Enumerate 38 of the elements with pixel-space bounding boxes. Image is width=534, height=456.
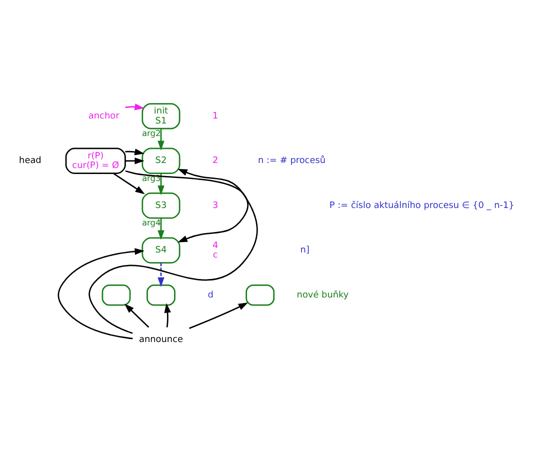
label: n] [300, 246, 310, 256]
arrow [125, 158, 144, 164]
node-text: announce [138, 335, 183, 346]
label: nové buňky [296, 290, 349, 300]
node-label: 1 [212, 111, 218, 122]
edge-label: arg2 [142, 128, 161, 138]
arrow [58, 248, 144, 340]
arrow [158, 262, 164, 287]
node-text: anchor [88, 111, 120, 122]
node-label: 2 [212, 156, 218, 166]
node-label: 4 [212, 240, 218, 251]
arrow [158, 173, 164, 196]
node-label: c [212, 250, 218, 261]
arrow [125, 170, 249, 242]
arrow [88, 168, 258, 334]
node-label: 3 [212, 200, 218, 211]
node-box [246, 284, 275, 306]
label: P := číslo aktuálního procesu ∈ {0 _ n-1} [329, 200, 514, 211]
edge-label: arg3 [142, 172, 161, 183]
node-box: S3 [142, 192, 180, 219]
node-label: d [208, 290, 214, 300]
node-box: r(P) cur(P) = Ø [65, 148, 126, 174]
arrow [113, 172, 145, 194]
node-box: S4 [142, 237, 180, 264]
arrow [189, 302, 248, 329]
node-box [146, 284, 176, 306]
arrow [158, 218, 164, 240]
arrow [125, 148, 144, 156]
node-box: init S1 [142, 103, 180, 130]
arrow [124, 304, 150, 328]
node-box [102, 284, 131, 306]
arrow [125, 104, 144, 110]
arrow [158, 128, 164, 150]
node-label: head [19, 156, 42, 166]
edge-label: arg4 [142, 218, 161, 228]
label: n := # procesů [258, 156, 326, 166]
arrow [164, 303, 171, 328]
node-box: S2 [142, 148, 180, 174]
